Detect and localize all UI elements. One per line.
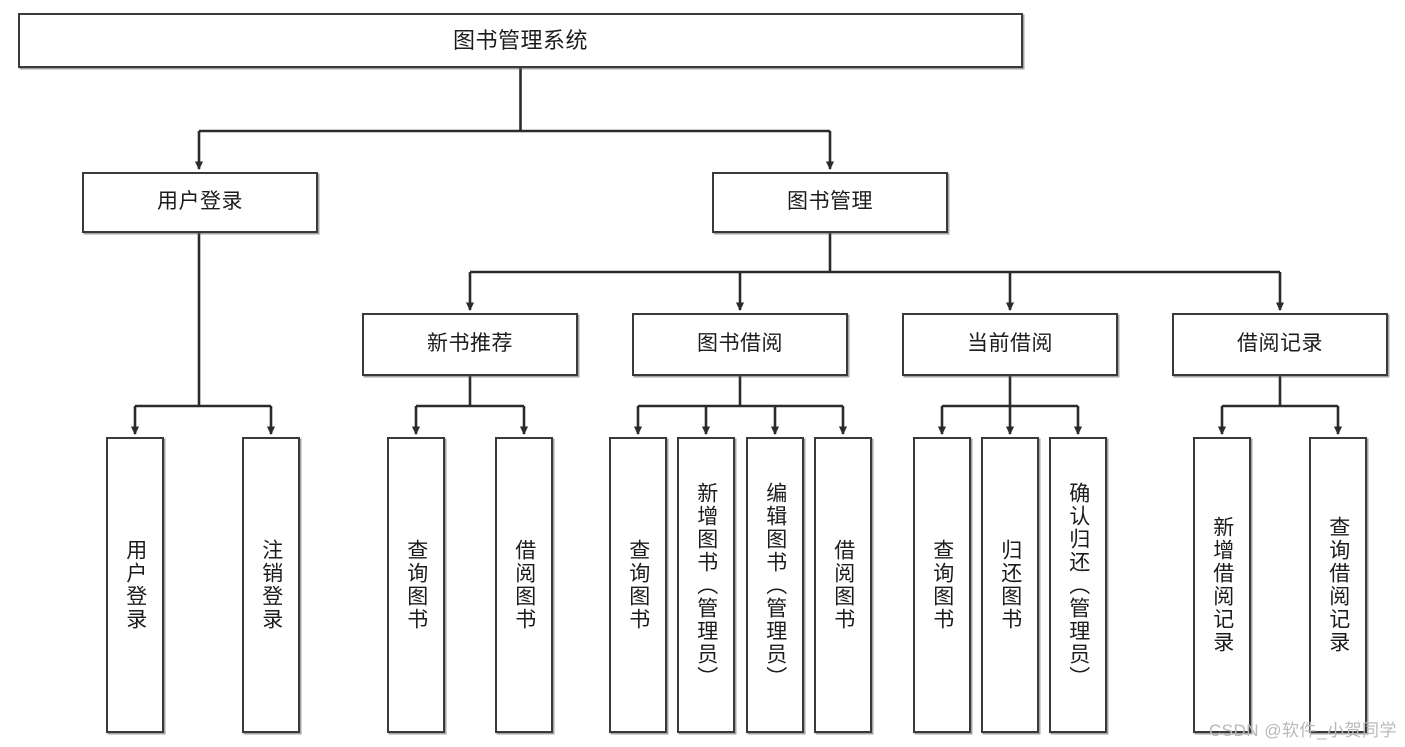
- node-leaf-query-record[interactable]: 查询借阅记录: [1309, 437, 1367, 733]
- node-leaf-borrow-book-2[interactable]: 借阅图书: [814, 437, 872, 733]
- node-book-borrow[interactable]: 图书借阅: [632, 313, 848, 376]
- node-current-borrow[interactable]: 当前借阅: [902, 313, 1118, 376]
- node-label: 图书管理系统: [452, 27, 588, 53]
- node-label: 借阅图书: [512, 539, 536, 631]
- node-label: 新增借阅记录: [1210, 516, 1234, 654]
- node-label: 查询借阅记录: [1326, 516, 1350, 654]
- node-borrow-record[interactable]: 借阅记录: [1172, 313, 1388, 376]
- node-label: 当前借阅: [967, 332, 1053, 356]
- node-leaf-query-book-2[interactable]: 查询图书: [609, 437, 667, 733]
- node-leaf-user-login[interactable]: 用户登录: [106, 437, 164, 733]
- node-leaf-edit-book[interactable]: 编辑图书（管理员）: [746, 437, 804, 733]
- node-label: 借阅图书: [831, 539, 855, 631]
- node-root-system[interactable]: 图书管理系统: [18, 13, 1023, 68]
- node-label: 用户登录: [123, 539, 147, 631]
- node-leaf-return-book[interactable]: 归还图书: [981, 437, 1039, 733]
- node-leaf-confirm-return[interactable]: 确认归还（管理员）: [1049, 437, 1107, 733]
- node-label: 用户登录: [157, 190, 243, 214]
- node-label: 查询图书: [404, 539, 428, 631]
- node-label: 图书管理: [787, 190, 873, 214]
- node-label: 查询图书: [930, 539, 954, 631]
- node-leaf-add-book[interactable]: 新增图书（管理员）: [677, 437, 735, 733]
- node-label: 查询图书: [626, 539, 650, 631]
- node-leaf-logout-login[interactable]: 注销登录: [242, 437, 300, 733]
- node-label: 图书借阅: [697, 332, 783, 356]
- node-label: 新增图书（管理员）: [694, 481, 718, 689]
- node-leaf-query-book-1[interactable]: 查询图书: [387, 437, 445, 733]
- node-leaf-add-record[interactable]: 新增借阅记录: [1193, 437, 1251, 733]
- node-leaf-borrow-book-1[interactable]: 借阅图书: [495, 437, 553, 733]
- node-label: 归还图书: [998, 539, 1022, 631]
- node-user-login[interactable]: 用户登录: [82, 172, 318, 233]
- node-label: 借阅记录: [1237, 332, 1323, 356]
- node-label: 新书推荐: [427, 332, 513, 356]
- node-label: 编辑图书（管理员）: [763, 481, 787, 689]
- watermark-text: CSDN @软件_小贺同学: [1208, 721, 1397, 740]
- node-label: 注销登录: [259, 539, 283, 631]
- node-book-management[interactable]: 图书管理: [712, 172, 948, 233]
- node-label: 确认归还（管理员）: [1066, 481, 1090, 689]
- node-new-book-recommend[interactable]: 新书推荐: [362, 313, 578, 376]
- node-leaf-query-book-3[interactable]: 查询图书: [913, 437, 971, 733]
